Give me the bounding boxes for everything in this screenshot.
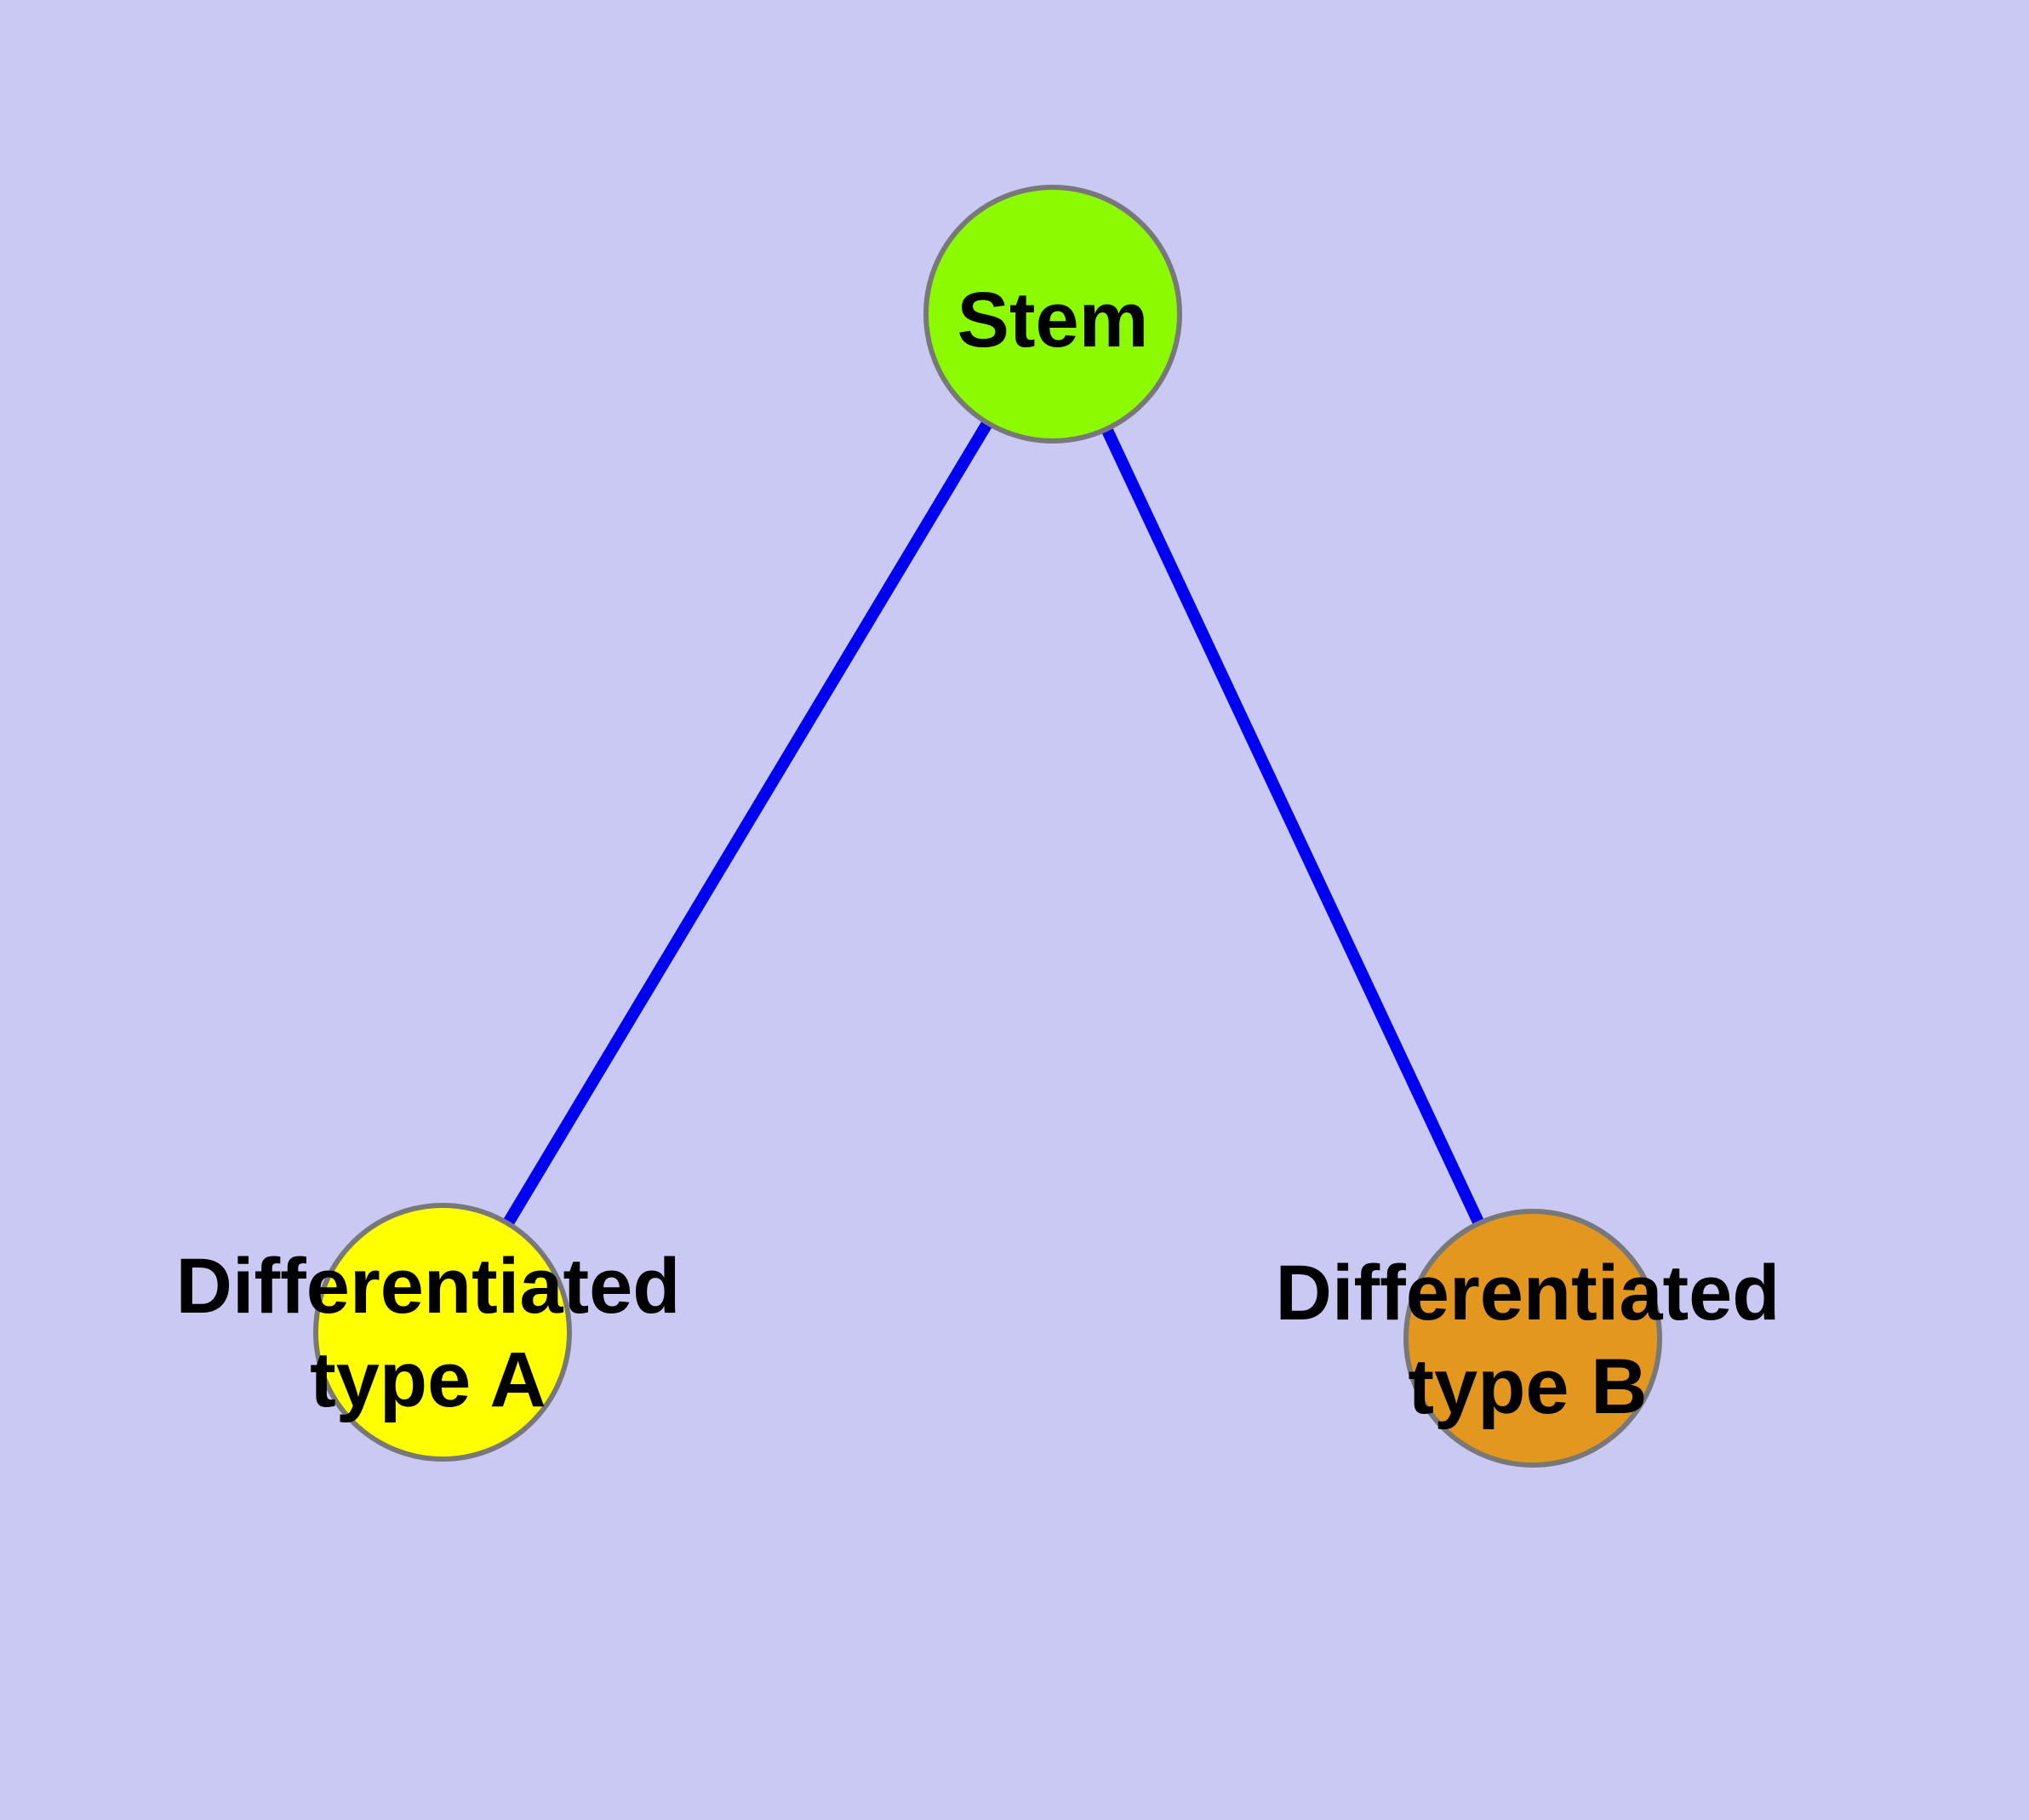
stem-node-label: Stem <box>957 277 1149 363</box>
differentiated-type-a-node-label: Differentiated type A <box>175 1243 681 1423</box>
edge-stem-to-type-a <box>437 311 1059 1336</box>
stem-node-circle <box>923 185 1182 444</box>
differentiated-type-a-node-circle <box>313 1203 572 1462</box>
differentiated-type-b-node-circle <box>1403 1209 1662 1468</box>
differentiated-type-b-node-label: Differentiated type B <box>1275 1250 1780 1430</box>
edge-stem-to-type-b <box>1047 312 1539 1341</box>
